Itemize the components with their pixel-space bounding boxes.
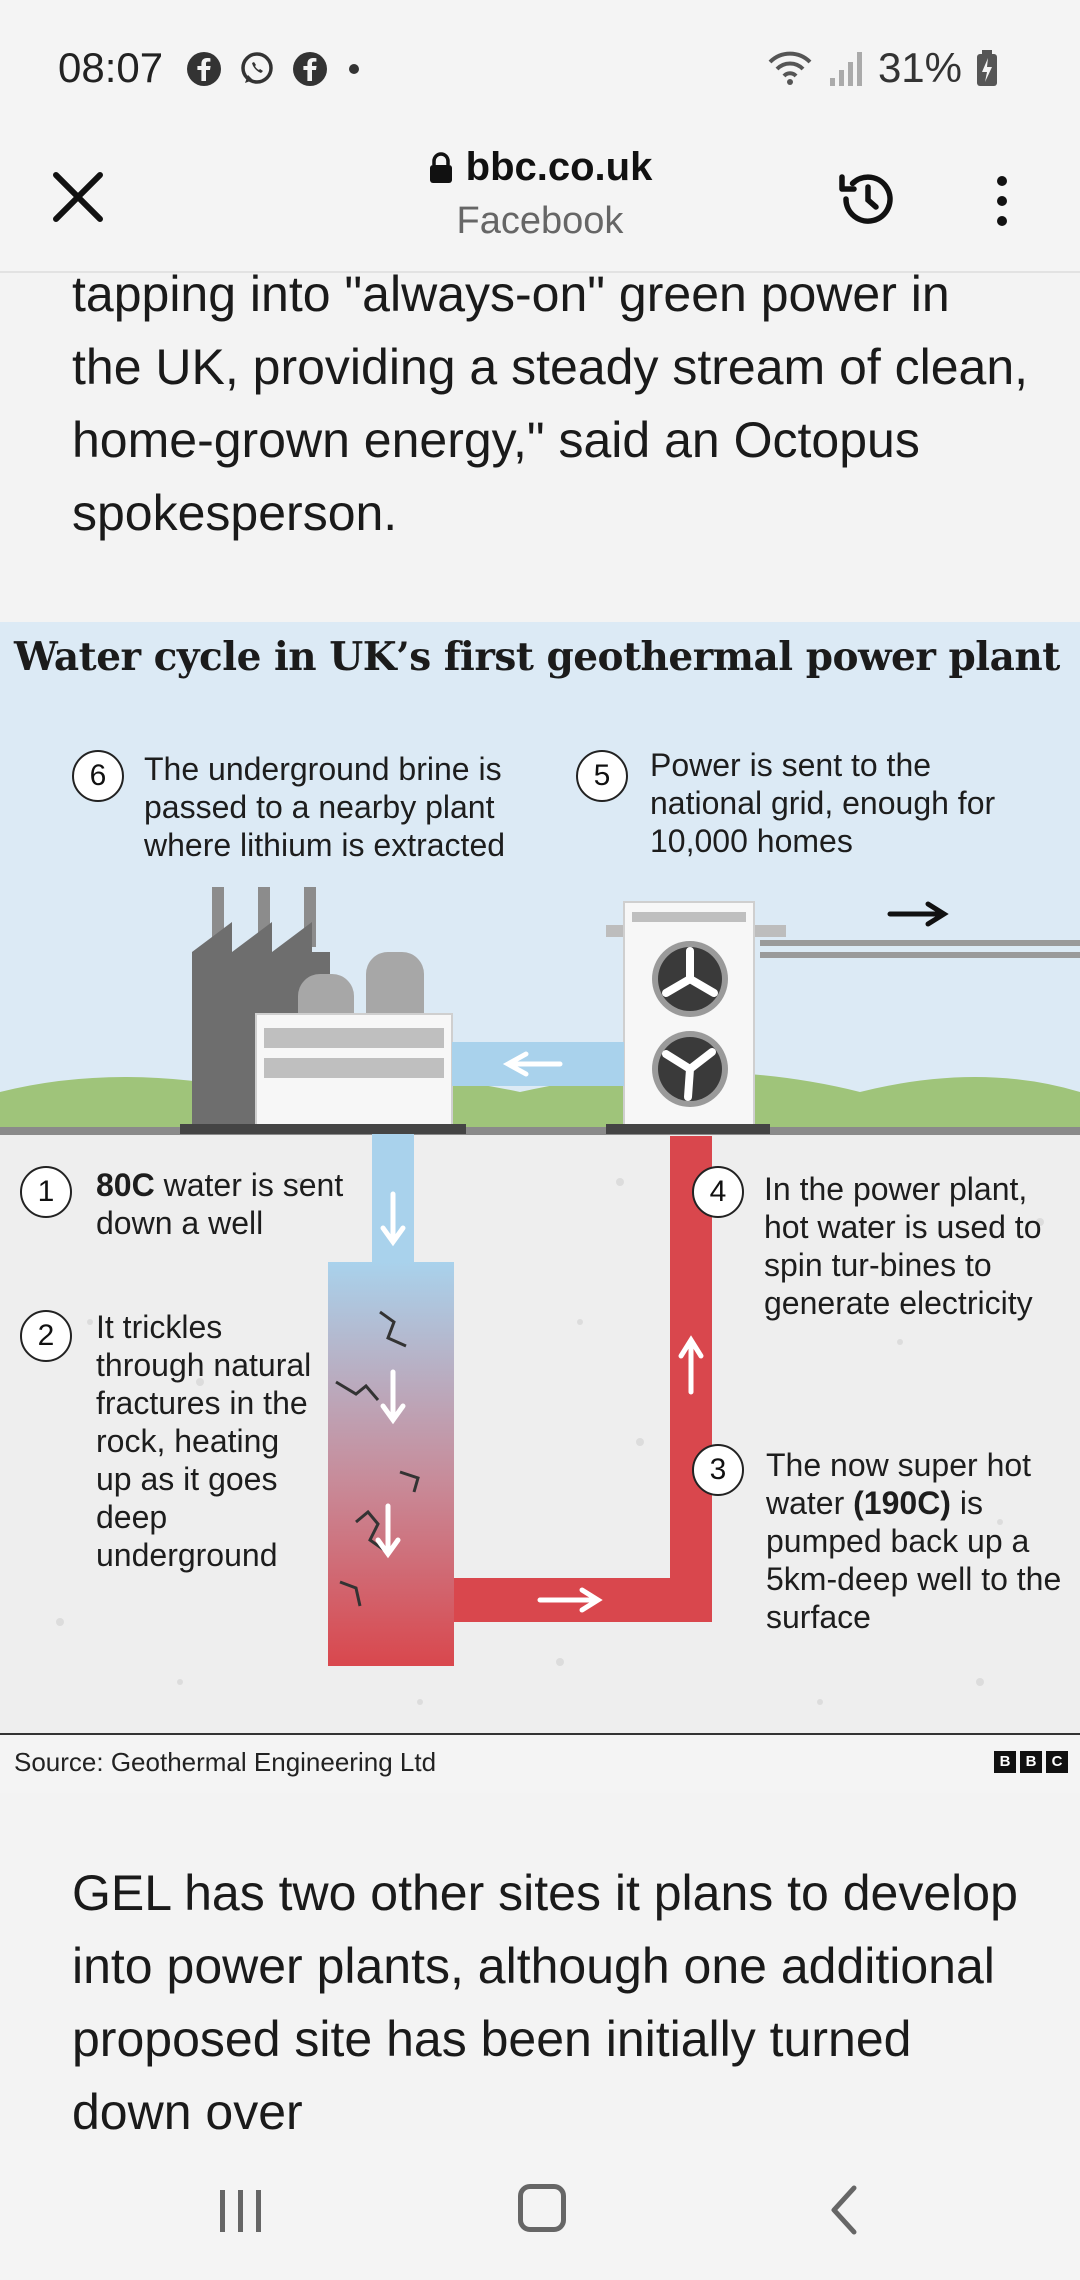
step-4: 4 In the power plant, hot water is used … (688, 1166, 1068, 1322)
history-icon[interactable] (832, 163, 904, 235)
url-referrer: Facebook (456, 200, 624, 242)
step-highlight: (190C) (853, 1485, 951, 1521)
article-paragraph: tapping into "always-on" green power in … (72, 266, 1029, 541)
recents-icon[interactable] (216, 2186, 266, 2236)
step-number: 4 (692, 1166, 744, 1218)
source-caption: Source: Geothermal Engineering Ltd (14, 1747, 437, 1777)
step-6: 6 The underground brine is passed to a n… (72, 750, 572, 864)
fracture-zone (328, 1262, 454, 1666)
bbc-logo-letter: B (1020, 1751, 1042, 1773)
step-number: 1 (20, 1166, 72, 1218)
status-bar: 08:07 31% (0, 0, 1080, 135)
step-text: The underground brine is passed to a nea… (144, 751, 506, 863)
step-text: In the power plant, hot water is used to… (764, 1171, 1042, 1321)
home-icon[interactable] (518, 2184, 566, 2232)
down-arrows (375, 1191, 406, 1559)
bbc-logo: B B C (994, 1751, 1068, 1773)
step-highlight: 80C (96, 1167, 155, 1203)
lithium-plant-icon (180, 887, 466, 1134)
back-icon[interactable] (826, 2184, 862, 2236)
facebook-icon (293, 52, 327, 86)
wifi-icon (768, 51, 812, 85)
ground-area (0, 1130, 1080, 1737)
fracture-cracks (335, 1310, 420, 1607)
whatsapp-icon (241, 52, 273, 84)
signal-icon (829, 52, 862, 86)
step-text: is pumped back up a 5km-deep well to the… (766, 1485, 1062, 1635)
battery-percent: 31% (877, 44, 962, 91)
step-2: 2 It trickles through natural fractures … (20, 1308, 330, 1574)
surface-line (0, 1127, 1080, 1135)
power-plant-icon (606, 901, 1080, 1134)
step-number: 6 (72, 750, 124, 802)
step-text: The now super hot water (766, 1447, 1032, 1521)
more-vert-icon[interactable] (990, 171, 1014, 231)
url-block[interactable]: bbc.co.uk Facebook (340, 145, 740, 243)
status-time: 08:07 (58, 44, 164, 91)
step-number: 2 (20, 1310, 72, 1362)
notification-icons (186, 50, 364, 88)
step-number: 3 (692, 1444, 744, 1496)
article-paragraph: GEL has two other sites it plans to deve… (72, 1865, 1018, 2140)
bbc-logo-letter: C (1046, 1751, 1068, 1773)
status-right: 31% (766, 44, 1000, 92)
bbc-logo-letter: B (994, 1751, 1016, 1773)
rock-speckles (56, 1178, 1044, 1705)
infographic-drawing (0, 887, 1080, 1737)
close-icon[interactable] (48, 167, 108, 227)
geothermal-infographic: Water cycle in UK’s first geothermal pow… (0, 622, 1080, 1737)
step-text: Power is sent to the national grid, enou… (650, 747, 996, 859)
browser-toolbar: bbc.co.uk Facebook (0, 135, 1080, 273)
step-text: water is sent down a well (96, 1167, 344, 1241)
step-text: It trickles through natural fractures in… (96, 1309, 312, 1573)
step-1: 1 80C water is sent down a well (20, 1166, 360, 1242)
facebook-icon (187, 52, 221, 86)
step-number: 5 (576, 750, 628, 802)
url-domain: bbc.co.uk (465, 145, 653, 189)
step-5: 5 Power is sent to the national grid, en… (576, 746, 996, 860)
system-nav-bar (0, 2140, 1080, 2280)
battery-charging-icon (977, 50, 997, 86)
dot-icon (349, 64, 359, 74)
infographic-source-bar: Source: Geothermal Engineering Ltd B B C (0, 1733, 1080, 1793)
infographic-title: Water cycle in UK’s first geothermal pow… (14, 634, 1060, 680)
lock-icon (429, 151, 452, 183)
step-3: 3 The now super hot water (190C) is pump… (688, 1444, 1080, 1636)
